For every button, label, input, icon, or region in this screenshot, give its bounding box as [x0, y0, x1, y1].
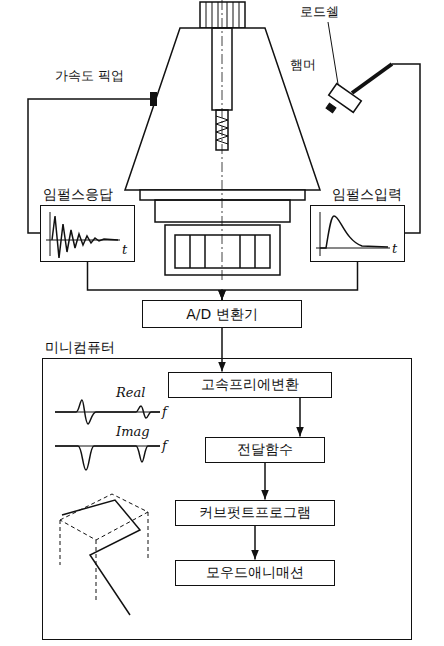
axis-label: f — [162, 438, 167, 454]
machine-table — [239, 235, 241, 268]
axis-label: t — [392, 241, 397, 257]
machine-head — [233, 2, 234, 28]
signal-box: 임펄스입력 — [310, 205, 405, 262]
box-text: 고속프리에변환 — [201, 376, 299, 393]
impulse-response-plot — [50, 212, 51, 256]
box-heading: 임펄스응답 — [43, 186, 113, 203]
imaginary-part-plot — [55, 446, 160, 470]
box-heading: 미니컴퓨터 — [45, 339, 115, 356]
machine-head — [227, 2, 228, 28]
machine-table — [204, 235, 206, 268]
real-part-plot — [55, 400, 160, 424]
mode-shape-sketch — [62, 500, 140, 615]
machine-table — [165, 225, 280, 275]
flow-arrow — [264, 463, 266, 500]
process-box: 모우드애니매션 — [175, 560, 335, 586]
part-label: 햄머 — [290, 57, 316, 73]
machine-table — [189, 235, 191, 268]
impulse-input-plot — [320, 216, 388, 248]
box-heading: 임펄스입력 — [332, 186, 402, 203]
machine-table — [140, 190, 305, 200]
flow-arrow — [222, 262, 358, 300]
part-label: 가속도 픽업 — [55, 68, 124, 84]
signal-wire — [28, 99, 150, 233]
impulse-response-plot — [46, 212, 120, 258]
axis-label: f — [162, 404, 167, 420]
signal-wire — [392, 64, 420, 233]
flow-arrow — [88, 262, 223, 300]
process-box: 전달함수 — [205, 437, 325, 463]
machine-head — [212, 2, 213, 28]
accelerometer-pickup — [150, 92, 157, 106]
box-text: A/D 변환기 — [186, 306, 258, 323]
axis-label: Real — [116, 385, 145, 401]
axis-label: t — [122, 242, 127, 258]
machine-table — [140, 190, 305, 275]
machine-head — [200, 2, 245, 28]
impulse-input-plot — [316, 212, 390, 256]
impact-hammer — [326, 103, 336, 113]
machine-column — [125, 28, 320, 190]
machine-head — [200, 2, 245, 28]
computer-box: 미니컴퓨터고속프리에변환전달함수커브펏트프로그램모우드애니매션 — [42, 358, 412, 640]
real-part-plot — [55, 400, 160, 424]
box-text: 전달함수 — [237, 441, 293, 458]
impulse-input-plot — [320, 212, 321, 256]
flow-arrow — [254, 526, 256, 560]
box-text: 모우드애니매션 — [206, 564, 304, 581]
machine-table — [254, 235, 256, 268]
impulse-response-plot — [52, 216, 118, 258]
machine-head — [218, 2, 219, 28]
imaginary-part-plot — [55, 446, 160, 470]
converter-box: A/D 변환기 — [142, 300, 302, 328]
machine-table — [155, 200, 290, 222]
process-box: 고속프리에변환 — [168, 372, 332, 398]
machine-table — [175, 235, 270, 268]
process-box: 커브펏트프로그램 — [175, 500, 335, 526]
part-label: 로드쉘 — [300, 4, 339, 20]
box-text: 커브펏트프로그램 — [199, 504, 311, 521]
mode-shape-sketch — [60, 494, 148, 615]
center-line — [222, 0, 223, 280]
flow-arrow — [299, 398, 301, 437]
axis-label: Imag — [116, 424, 150, 440]
flow-arrow — [221, 328, 223, 372]
machine-head — [206, 2, 207, 28]
impact-hammer — [352, 64, 392, 93]
impulse-input-plot — [316, 248, 390, 249]
signal-box: 임펄스응답 — [40, 205, 135, 262]
mode-shape-sketch — [60, 512, 148, 600]
leader-line — [328, 22, 338, 84]
machine-head — [239, 2, 240, 28]
machine-column — [125, 28, 320, 190]
